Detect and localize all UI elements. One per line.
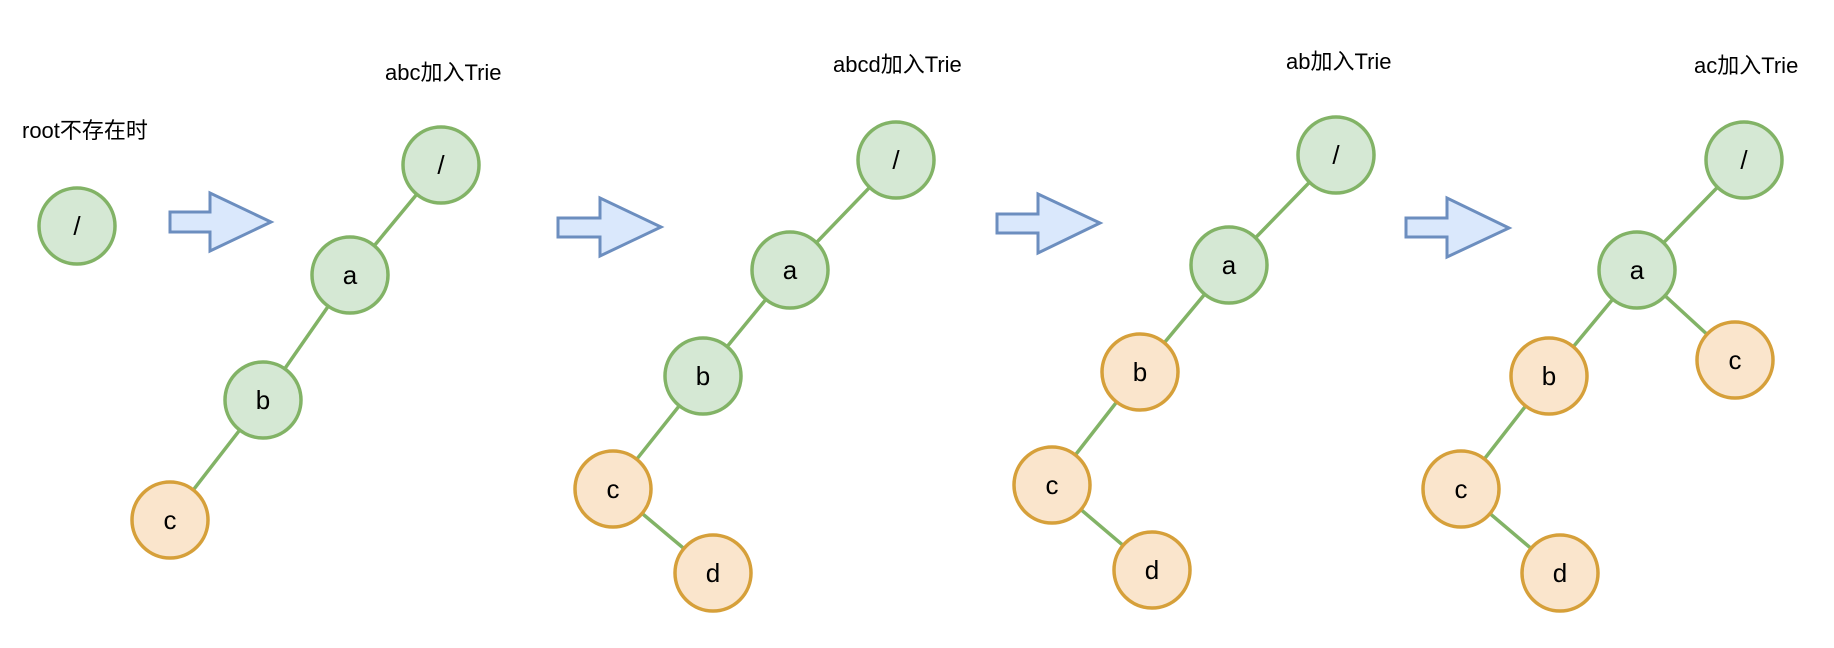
node-label: b (1542, 361, 1556, 391)
node-label: b (256, 385, 270, 415)
trie-node: d (1520, 533, 1600, 613)
node-label: a (1222, 250, 1237, 280)
node-label: / (1332, 140, 1340, 170)
stage-ac: ac加入Trie / a b c d c (1421, 53, 1798, 613)
node-label: c (607, 474, 620, 504)
right-arrow-icon (168, 190, 275, 254)
node-label: a (1630, 255, 1645, 285)
stage-caption: ab加入Trie (1286, 49, 1392, 74)
stage-caption: abc加入Trie (385, 60, 502, 85)
trie-node: a (310, 235, 390, 315)
trie-node: / (1296, 115, 1376, 195)
node-label: c (1046, 470, 1059, 500)
trie-node: c (130, 480, 210, 560)
trie-node: / (37, 186, 117, 266)
node-label: b (1133, 357, 1147, 387)
stage-root-missing: root不存在时 / (22, 118, 148, 266)
node-label: a (343, 260, 358, 290)
node-label: b (696, 361, 710, 391)
right-arrow-icon (556, 195, 665, 259)
trie-node: / (1704, 120, 1784, 200)
node-label: / (73, 211, 81, 241)
stage-ab: ab加入Trie / a b c d (1012, 49, 1392, 610)
trie-node: / (401, 125, 481, 205)
trie-node: c (573, 449, 653, 529)
stage-abcd: abcd加入Trie / a b c d (573, 52, 962, 613)
trie-node: b (223, 360, 303, 440)
trie-node: d (1112, 530, 1192, 610)
node-label: c (1729, 345, 1742, 375)
trie-node: c (1695, 320, 1775, 400)
trie-node: b (1100, 332, 1180, 412)
node-label: / (437, 150, 445, 180)
trie-node: b (1509, 336, 1589, 416)
node-label: / (1740, 145, 1748, 175)
node-label: / (892, 145, 900, 175)
trie-node: a (1597, 230, 1677, 310)
stage-caption: ac加入Trie (1694, 53, 1798, 78)
node-label: d (1145, 555, 1159, 585)
node-label: d (1553, 558, 1567, 588)
right-arrow-icon (995, 191, 1104, 256)
stage-abc: abc加入Trie / a b c (130, 60, 502, 560)
node-label: c (1455, 474, 1468, 504)
right-arrow-icon (1404, 195, 1513, 260)
trie-node: a (1189, 225, 1269, 305)
node-label: c (164, 505, 177, 535)
trie-node: / (856, 120, 936, 200)
trie-node: d (673, 533, 753, 613)
node-label: d (706, 558, 720, 588)
node-label: a (783, 255, 798, 285)
trie-node: c (1421, 449, 1501, 529)
stage-caption: root不存在时 (22, 118, 148, 143)
stage-caption: abcd加入Trie (833, 52, 962, 77)
trie-node: c (1012, 445, 1092, 525)
trie-node: b (663, 336, 743, 416)
trie-node: a (750, 230, 830, 310)
